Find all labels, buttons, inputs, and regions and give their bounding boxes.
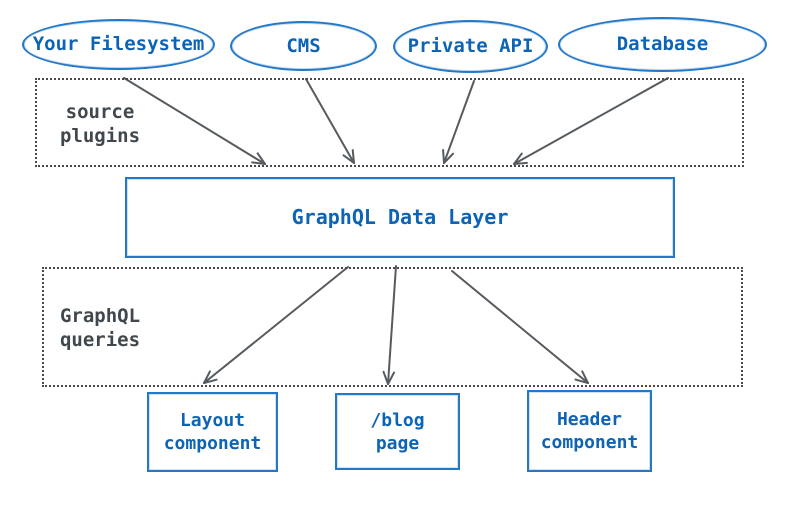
arrow-data-layer-to-layout-component <box>203 266 349 384</box>
source-node-database: Database <box>558 17 767 72</box>
arrow-database-to-data-layer <box>513 77 669 165</box>
source-plugins-band <box>35 78 744 167</box>
arrow-data-layer-to-header-component <box>451 270 589 384</box>
source-node-cms: CMS <box>230 21 377 71</box>
source-node-your-filesystem: Your Filesystem <box>22 19 215 70</box>
arrow-private-api-to-data-layer <box>442 80 475 164</box>
arrow-cms-to-data-layer <box>305 78 355 164</box>
graphql-queries-label: GraphQL queries <box>59 305 141 351</box>
source-node-private-api: Private API <box>393 20 548 73</box>
consumer-node-blog-page: /blog page <box>335 393 460 470</box>
graphql-data-layer-box: GraphQL Data Layer <box>125 177 675 258</box>
arrow-your-filesystem-to-data-layer <box>123 77 266 165</box>
source-plugins-label: source plugins <box>59 101 141 147</box>
graphql-queries-band <box>42 267 743 387</box>
consumer-node-header-component: Header component <box>527 390 652 472</box>
consumer-node-layout-component: Layout component <box>147 392 278 472</box>
arrow-data-layer-to-blog-page <box>382 265 397 385</box>
